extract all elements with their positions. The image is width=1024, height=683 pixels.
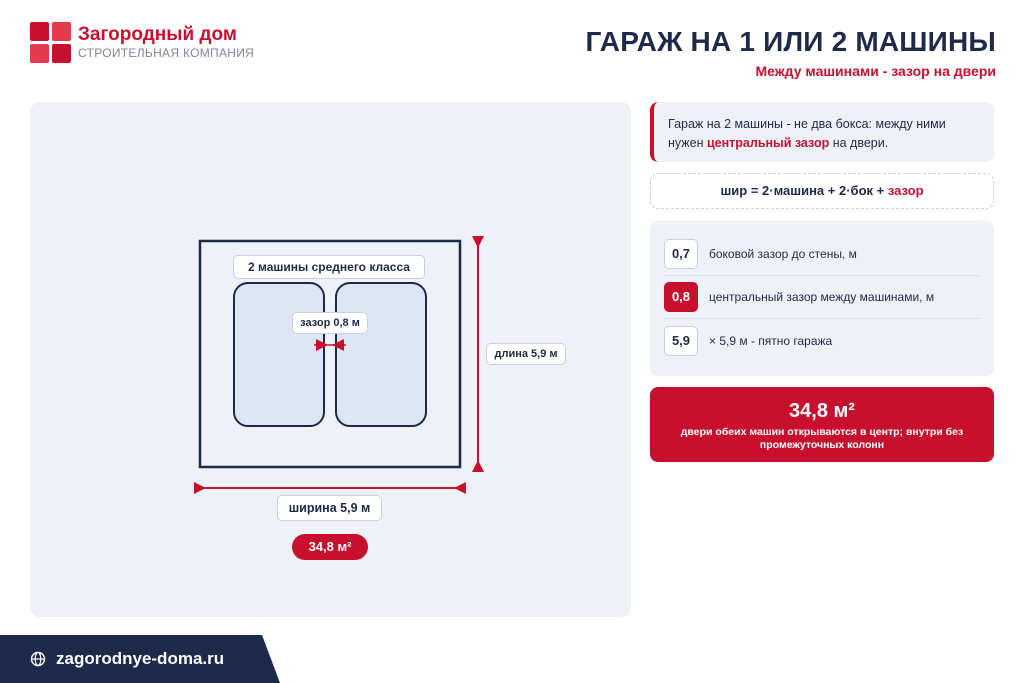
page-title: ГАРАЖ НА 1 ИЛИ 2 МАШИНЫ: [585, 26, 996, 57]
garage-outline: [198, 239, 462, 469]
length-arrow-top: [472, 236, 484, 248]
garage-diagram: 2 машины среднего класса зазор 0,8 м дли…: [30, 102, 631, 617]
param-description: боковой зазор до стены, м: [709, 247, 857, 261]
website-link[interactable]: zagorodnye-doma.ru: [56, 649, 225, 668]
param-center-gap: 0,8 центральный зазор между машинами, м: [664, 276, 980, 319]
company-logo: Загородный дом СТРОИТЕЛЬНАЯ КОМПАНИЯ: [30, 22, 254, 64]
cars-label: 2 машины среднего класса: [233, 255, 425, 279]
info-text-after: на двери.: [829, 136, 889, 150]
info-card: Гараж на 2 машины - не два бокса: между …: [650, 102, 994, 162]
company-name: Загородный дом: [78, 24, 237, 45]
footer-bar: zagorodnye-doma.ru: [0, 635, 280, 683]
param-footprint: 5,9 × 5,9 м - пятно гаража: [664, 319, 980, 362]
car-right: [335, 282, 427, 427]
param-description: центральный зазор между машинами, м: [709, 290, 935, 304]
length-arrow-bottom: [472, 460, 484, 472]
param-value: 5,9: [664, 325, 698, 356]
logo-squares-icon: [30, 22, 72, 64]
area-badge: 34,8 м²: [292, 534, 368, 560]
width-arrow-right: [454, 482, 466, 494]
result-note: двери обеих машин открываются в центр; в…: [680, 426, 964, 451]
param-value: 0,8: [664, 282, 698, 312]
formula-text: шир = 2·машина + 2·бок +: [720, 183, 888, 198]
parameters-list: 0,7 боковой зазор до стены, м 0,8 центра…: [650, 221, 994, 376]
result-card: 34,8 м² двери обеих машин открываются в …: [650, 387, 994, 462]
info-highlight: центральный зазор: [706, 136, 830, 150]
param-value: 0,7: [664, 239, 698, 269]
globe-icon: [30, 651, 46, 667]
info-text-before: Гараж на 2 машины - не два бокса: между …: [668, 117, 946, 150]
width-arrow-left: [194, 482, 206, 494]
page-subtitle: Между машинами - зазор на двери: [755, 63, 996, 79]
gap-label: зазор 0,8 м: [292, 312, 368, 334]
result-area: 34,8 м²: [789, 400, 855, 422]
param-side-gap: 0,7 боковой зазор до стены, м: [664, 233, 980, 276]
company-tagline: СТРОИТЕЛЬНАЯ КОМПАНИЯ: [78, 46, 255, 60]
param-description: × 5,9 м - пятно гаража: [709, 333, 833, 348]
width-label: ширина 5,9 м: [277, 495, 382, 521]
car-left: [233, 282, 325, 427]
length-label: длина 5,9 м: [486, 343, 566, 365]
formula-highlight: зазор: [887, 183, 924, 198]
width-formula: шир = 2·машина + 2·бок + зазор: [650, 173, 994, 209]
